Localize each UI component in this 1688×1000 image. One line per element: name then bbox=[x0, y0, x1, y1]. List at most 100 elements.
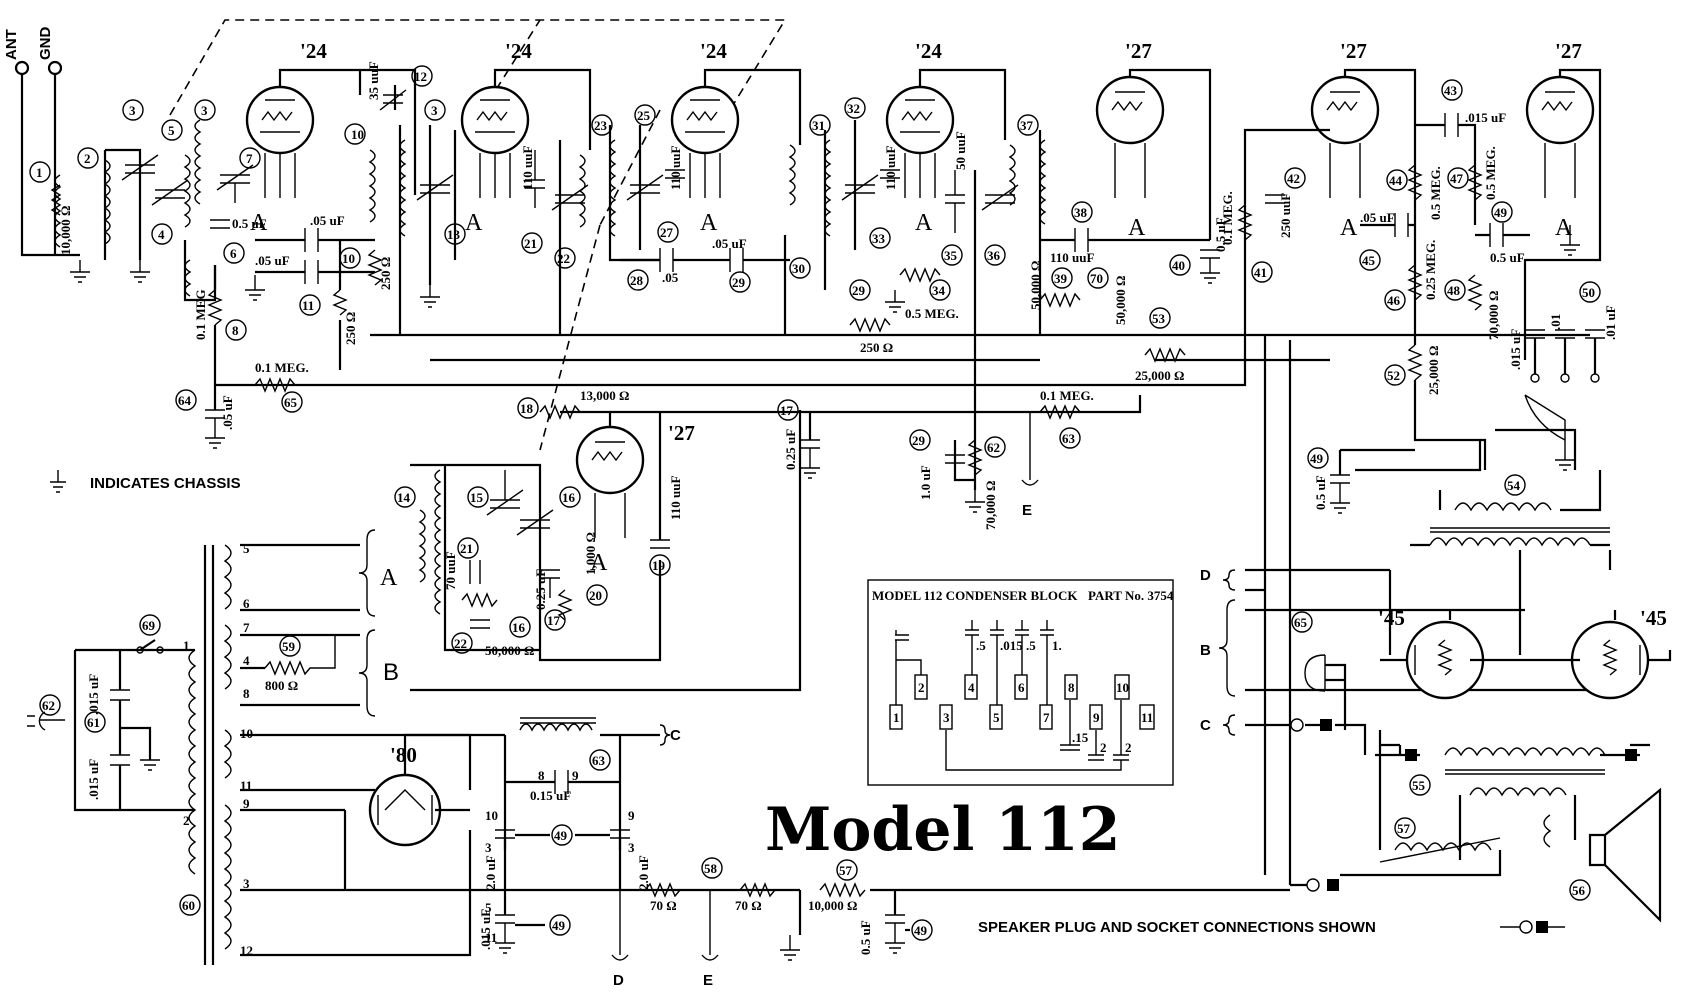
tap-8: 8 bbox=[243, 686, 250, 701]
tube-label-4: '24 bbox=[915, 39, 942, 63]
part-69: 69 bbox=[142, 618, 156, 633]
part-20: 20 bbox=[589, 588, 602, 603]
output-stage: D B C 65 '45 '45 54 0.5 uF 49 bbox=[1200, 335, 1672, 923]
part-23: 21 bbox=[524, 236, 537, 251]
c-05-29: .05 uF bbox=[712, 236, 747, 251]
blk-8: 8 bbox=[538, 768, 545, 783]
bus-a-7: A bbox=[1555, 215, 1573, 241]
r-025meg: 0.25 MEG. bbox=[1423, 240, 1438, 300]
r-10000: 10,000 Ω bbox=[808, 898, 857, 913]
bus-a-pwr: A bbox=[380, 565, 398, 591]
c-01b: .01 uF bbox=[1603, 305, 1618, 340]
tube-label-45b: '45 bbox=[1640, 606, 1667, 630]
c-05-6-out: 0.5 uF bbox=[1313, 475, 1328, 510]
diagram-title: Model 112 bbox=[765, 795, 1121, 865]
r-01meg-66: 0.1 MEG. bbox=[1040, 388, 1094, 403]
bus-d-pwr: D bbox=[613, 972, 624, 989]
part-29a: 29 bbox=[732, 275, 746, 290]
tube-label-2: '24 bbox=[505, 39, 532, 63]
r-250c: 250 Ω bbox=[860, 340, 893, 355]
bus-e-1: E bbox=[1022, 502, 1032, 519]
c-05-b: .05 uF bbox=[255, 253, 290, 268]
part-14: 14 bbox=[397, 490, 411, 505]
tap-7: 7 bbox=[243, 620, 250, 635]
power-transformer: 5 6 7 4 8 10 11 9 3 12 1 2 800 Ω 59 A B … bbox=[179, 529, 472, 965]
c-250: 250 uuF bbox=[1278, 193, 1293, 238]
cb-bot-3: 2 bbox=[1125, 740, 1132, 755]
part-51: 52 bbox=[1387, 368, 1400, 383]
part-49e: 49 bbox=[914, 923, 928, 938]
bus-a-2: A bbox=[465, 210, 483, 236]
oscillator-stage: '27 A 110 uuF 19 14 15 16 0.25 uF 1,000 … bbox=[394, 412, 695, 662]
part-58: 58 bbox=[704, 861, 718, 876]
c-015a: .015 uF bbox=[1508, 329, 1523, 370]
blk-10: 10 bbox=[485, 808, 498, 823]
part-47: 47 bbox=[1450, 171, 1464, 186]
lug-9: 9 bbox=[1093, 710, 1100, 725]
tube-27-3 bbox=[1525, 75, 1595, 145]
lug-4: 4 bbox=[968, 680, 975, 695]
part-67: 64 bbox=[178, 393, 192, 408]
lug-10: 10 bbox=[1116, 680, 1129, 695]
lug-11: 11 bbox=[1141, 710, 1153, 725]
gnd-label: GND bbox=[37, 27, 54, 61]
r-70000b: 70,000 Ω bbox=[983, 481, 998, 530]
part-2: 2 bbox=[84, 151, 91, 166]
bus-a-1: A bbox=[250, 210, 268, 236]
r1-value: 10,000 Ω bbox=[58, 206, 73, 255]
lug-3: 3 bbox=[943, 710, 950, 725]
speaker-note-text: SPEAKER PLUG AND SOCKET CONNECTIONS SHOW… bbox=[978, 919, 1376, 936]
part-30: 30 bbox=[792, 261, 805, 276]
c-20b: 2.0 uF bbox=[636, 855, 651, 890]
bus-a-4: A bbox=[915, 210, 933, 236]
c-50: 50 uuF bbox=[953, 131, 968, 170]
c-10: 1.0 uF bbox=[918, 465, 933, 500]
part-19: 19 bbox=[652, 558, 666, 573]
c-015-43: .015 uF bbox=[1465, 110, 1506, 125]
part-60: 60 bbox=[182, 898, 195, 913]
part-25: 23 bbox=[594, 118, 608, 133]
bus-c-pwr: C bbox=[670, 727, 681, 744]
part-21: 21 bbox=[460, 541, 473, 556]
r-70b: 70 Ω bbox=[735, 898, 762, 913]
rf-stage-1: '24 A 10,000 Ω 1 2 3 3 4 5 7 0.5 uF 6 bbox=[29, 39, 433, 449]
part-49c: 49 bbox=[554, 828, 568, 843]
r-25000a: 25,000 Ω bbox=[1426, 346, 1441, 395]
tap-4: 4 bbox=[243, 653, 250, 668]
r-05meg-47: 0.5 MEG. bbox=[1483, 146, 1498, 200]
part-29b: 29 bbox=[852, 283, 866, 298]
part-66: 63 bbox=[1062, 431, 1076, 446]
condenser-block: MODEL 112 CONDENSER BLOCK PART No. 3754 … bbox=[867, 579, 1174, 786]
chassis-legend: INDICATES CHASSIS bbox=[50, 470, 241, 493]
chassis-legend-text: INDICATES CHASSIS bbox=[90, 475, 241, 492]
condenser-block-title: MODEL 112 CONDENSER BLOCK bbox=[872, 588, 1078, 603]
part-55: 56 bbox=[1572, 883, 1586, 898]
r-13000: 13,000 Ω bbox=[580, 388, 629, 403]
tube-80 bbox=[368, 773, 442, 847]
r-01meg-68: 0.1 MEG. bbox=[255, 360, 309, 375]
part-10: 10 bbox=[342, 251, 355, 266]
af-stage-1: '27 A 37 38 110 uuF 39 70 50,000 Ω 50,00… bbox=[1017, 39, 1228, 335]
part-42: 42 bbox=[1287, 171, 1300, 186]
c-05-6: 0.5 uF bbox=[232, 216, 267, 231]
c-015-pwr: .015 uF bbox=[478, 909, 493, 950]
part-45: 45 bbox=[1362, 253, 1376, 268]
condenser-block-part: PART No. 3754 bbox=[1088, 588, 1174, 603]
main-buses bbox=[215, 333, 1590, 692]
c-70: 70 uuF bbox=[443, 551, 458, 590]
part-13: 13 bbox=[447, 227, 461, 242]
tube-label-80: '80 bbox=[390, 743, 417, 767]
c-05-57: 0.5 uF bbox=[858, 920, 873, 955]
part-35: 35 bbox=[944, 248, 958, 263]
part-57: 57 bbox=[839, 863, 853, 878]
c-025-17: 0.25 uF bbox=[783, 429, 798, 470]
tap-3: 3 bbox=[243, 876, 250, 891]
part-16: 16 bbox=[512, 620, 526, 635]
r-250a: 250 Ω bbox=[378, 257, 393, 290]
c-20a: 2.0 uF bbox=[483, 855, 498, 890]
c-01a: .01 bbox=[1548, 314, 1563, 330]
part-7: 7 bbox=[246, 151, 253, 166]
bus-e-pwr: E bbox=[703, 972, 713, 989]
tube-24-4 bbox=[885, 85, 955, 155]
